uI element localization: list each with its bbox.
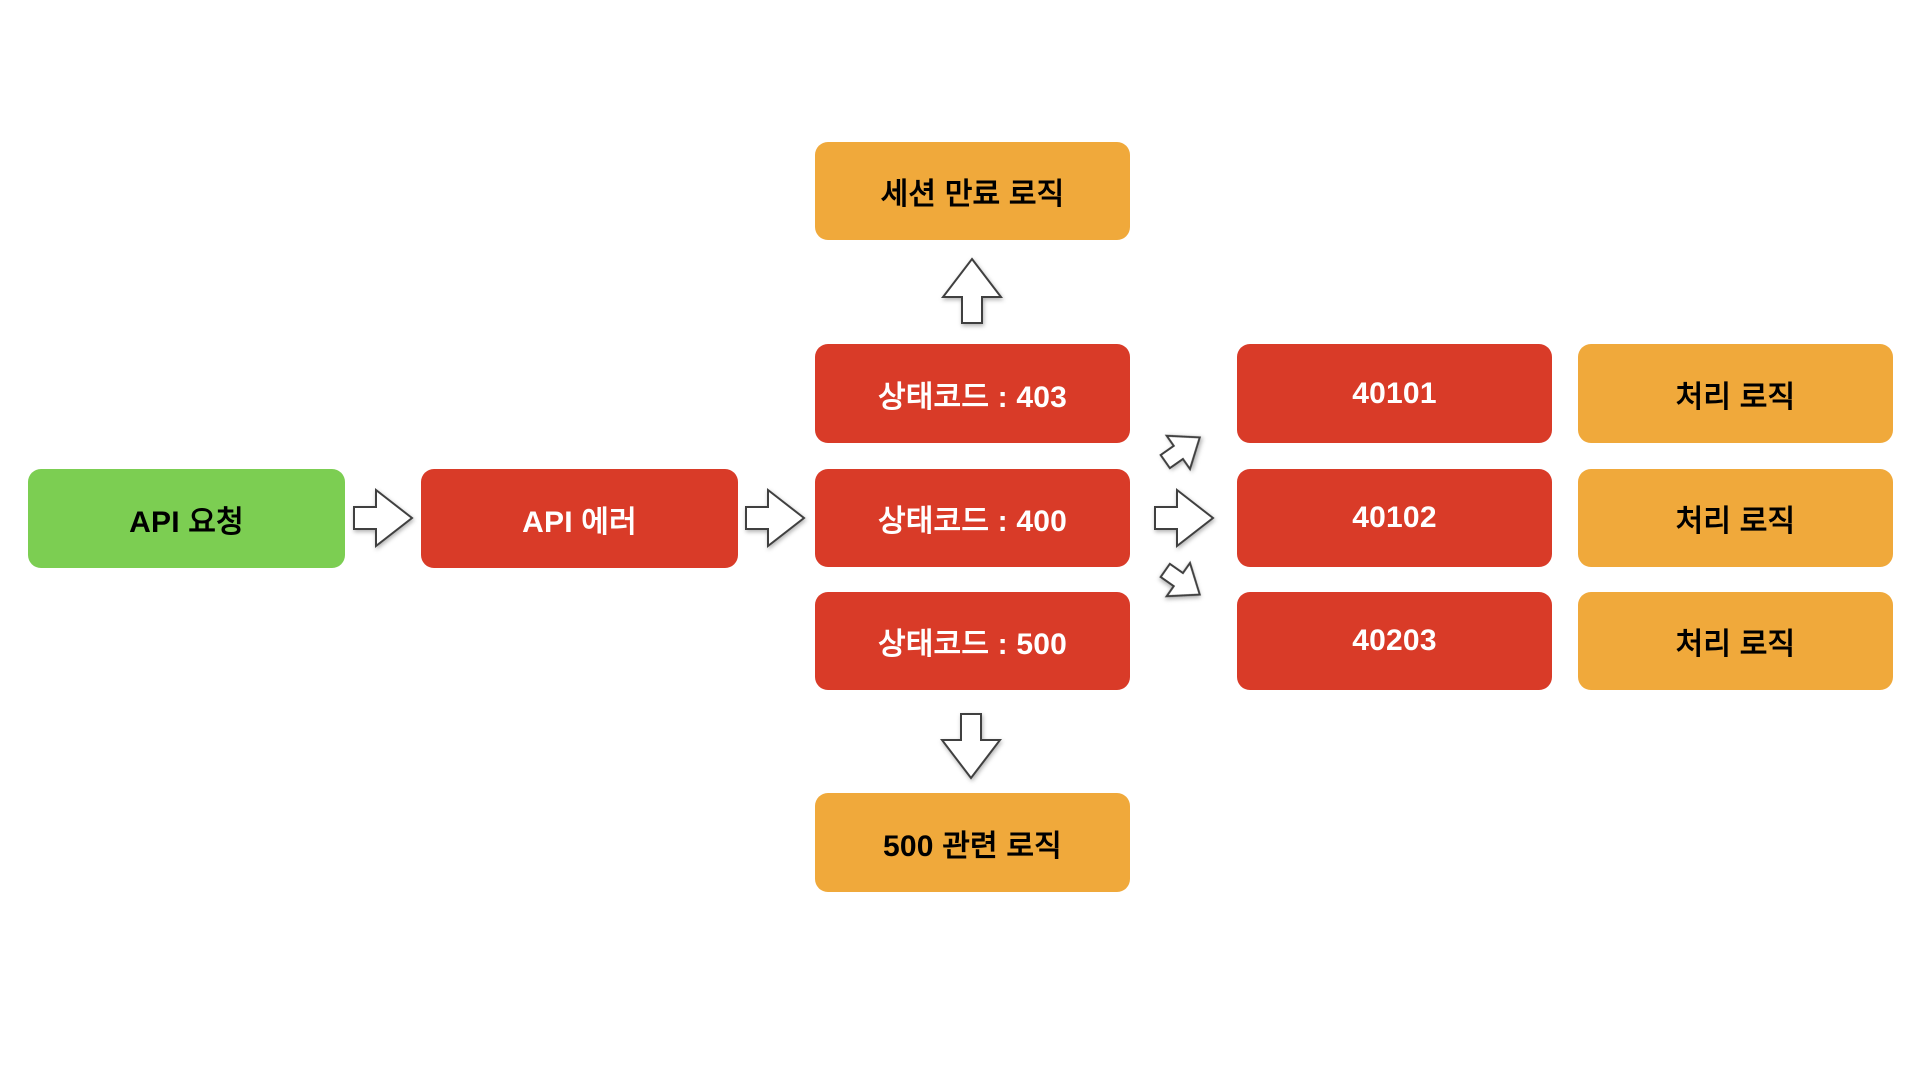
node-label: 40101 bbox=[1352, 376, 1437, 410]
node-label: 40102 bbox=[1352, 501, 1437, 534]
block-arrow-down-icon bbox=[940, 712, 1002, 780]
node-handle-40101: 처리 로직 bbox=[1578, 344, 1893, 443]
block-arrow-up-icon bbox=[941, 257, 1003, 325]
node-label: API 요청 bbox=[129, 505, 244, 539]
node-code-40101: 40101 bbox=[1237, 344, 1552, 443]
node-handle-40203: 처리 로직 bbox=[1578, 592, 1893, 690]
node-label: 세션 만료 로직 bbox=[880, 178, 1065, 211]
block-arrow-right-icon bbox=[744, 487, 806, 549]
node-label: 40203 bbox=[1352, 624, 1437, 657]
node-logic-500: 500 관련 로직 bbox=[815, 793, 1130, 892]
node-session-expiry-logic: 세션 만료 로직 bbox=[815, 142, 1130, 240]
node-api-request: API 요청 bbox=[28, 469, 345, 568]
node-handle-40102: 처리 로직 bbox=[1578, 469, 1893, 567]
node-code-40102: 40102 bbox=[1237, 469, 1552, 567]
node-status-400: 상태코드 : 400 bbox=[815, 469, 1130, 567]
node-status-403: 상태코드 : 403 bbox=[815, 344, 1130, 443]
node-status-500: 상태코드 : 500 bbox=[815, 592, 1130, 690]
node-label: 상태코드 : 400 bbox=[877, 505, 1068, 538]
node-label: 처리 로직 bbox=[1675, 628, 1796, 661]
node-label: API 에러 bbox=[522, 505, 637, 539]
node-code-40203: 40203 bbox=[1237, 592, 1552, 690]
node-label: 처리 로직 bbox=[1675, 380, 1796, 414]
block-arrow-up-right-icon bbox=[1151, 418, 1214, 481]
node-label: 상태코드 : 500 bbox=[877, 628, 1068, 661]
node-api-error: API 에러 bbox=[421, 469, 738, 568]
node-label: 500 관련 로직 bbox=[883, 829, 1062, 863]
node-label: 상태코드 : 403 bbox=[877, 380, 1068, 414]
node-label: 처리 로직 bbox=[1675, 505, 1796, 538]
block-arrow-down-right-icon bbox=[1151, 551, 1214, 614]
block-arrow-right-icon bbox=[352, 487, 414, 549]
block-arrow-right-icon bbox=[1153, 487, 1215, 549]
